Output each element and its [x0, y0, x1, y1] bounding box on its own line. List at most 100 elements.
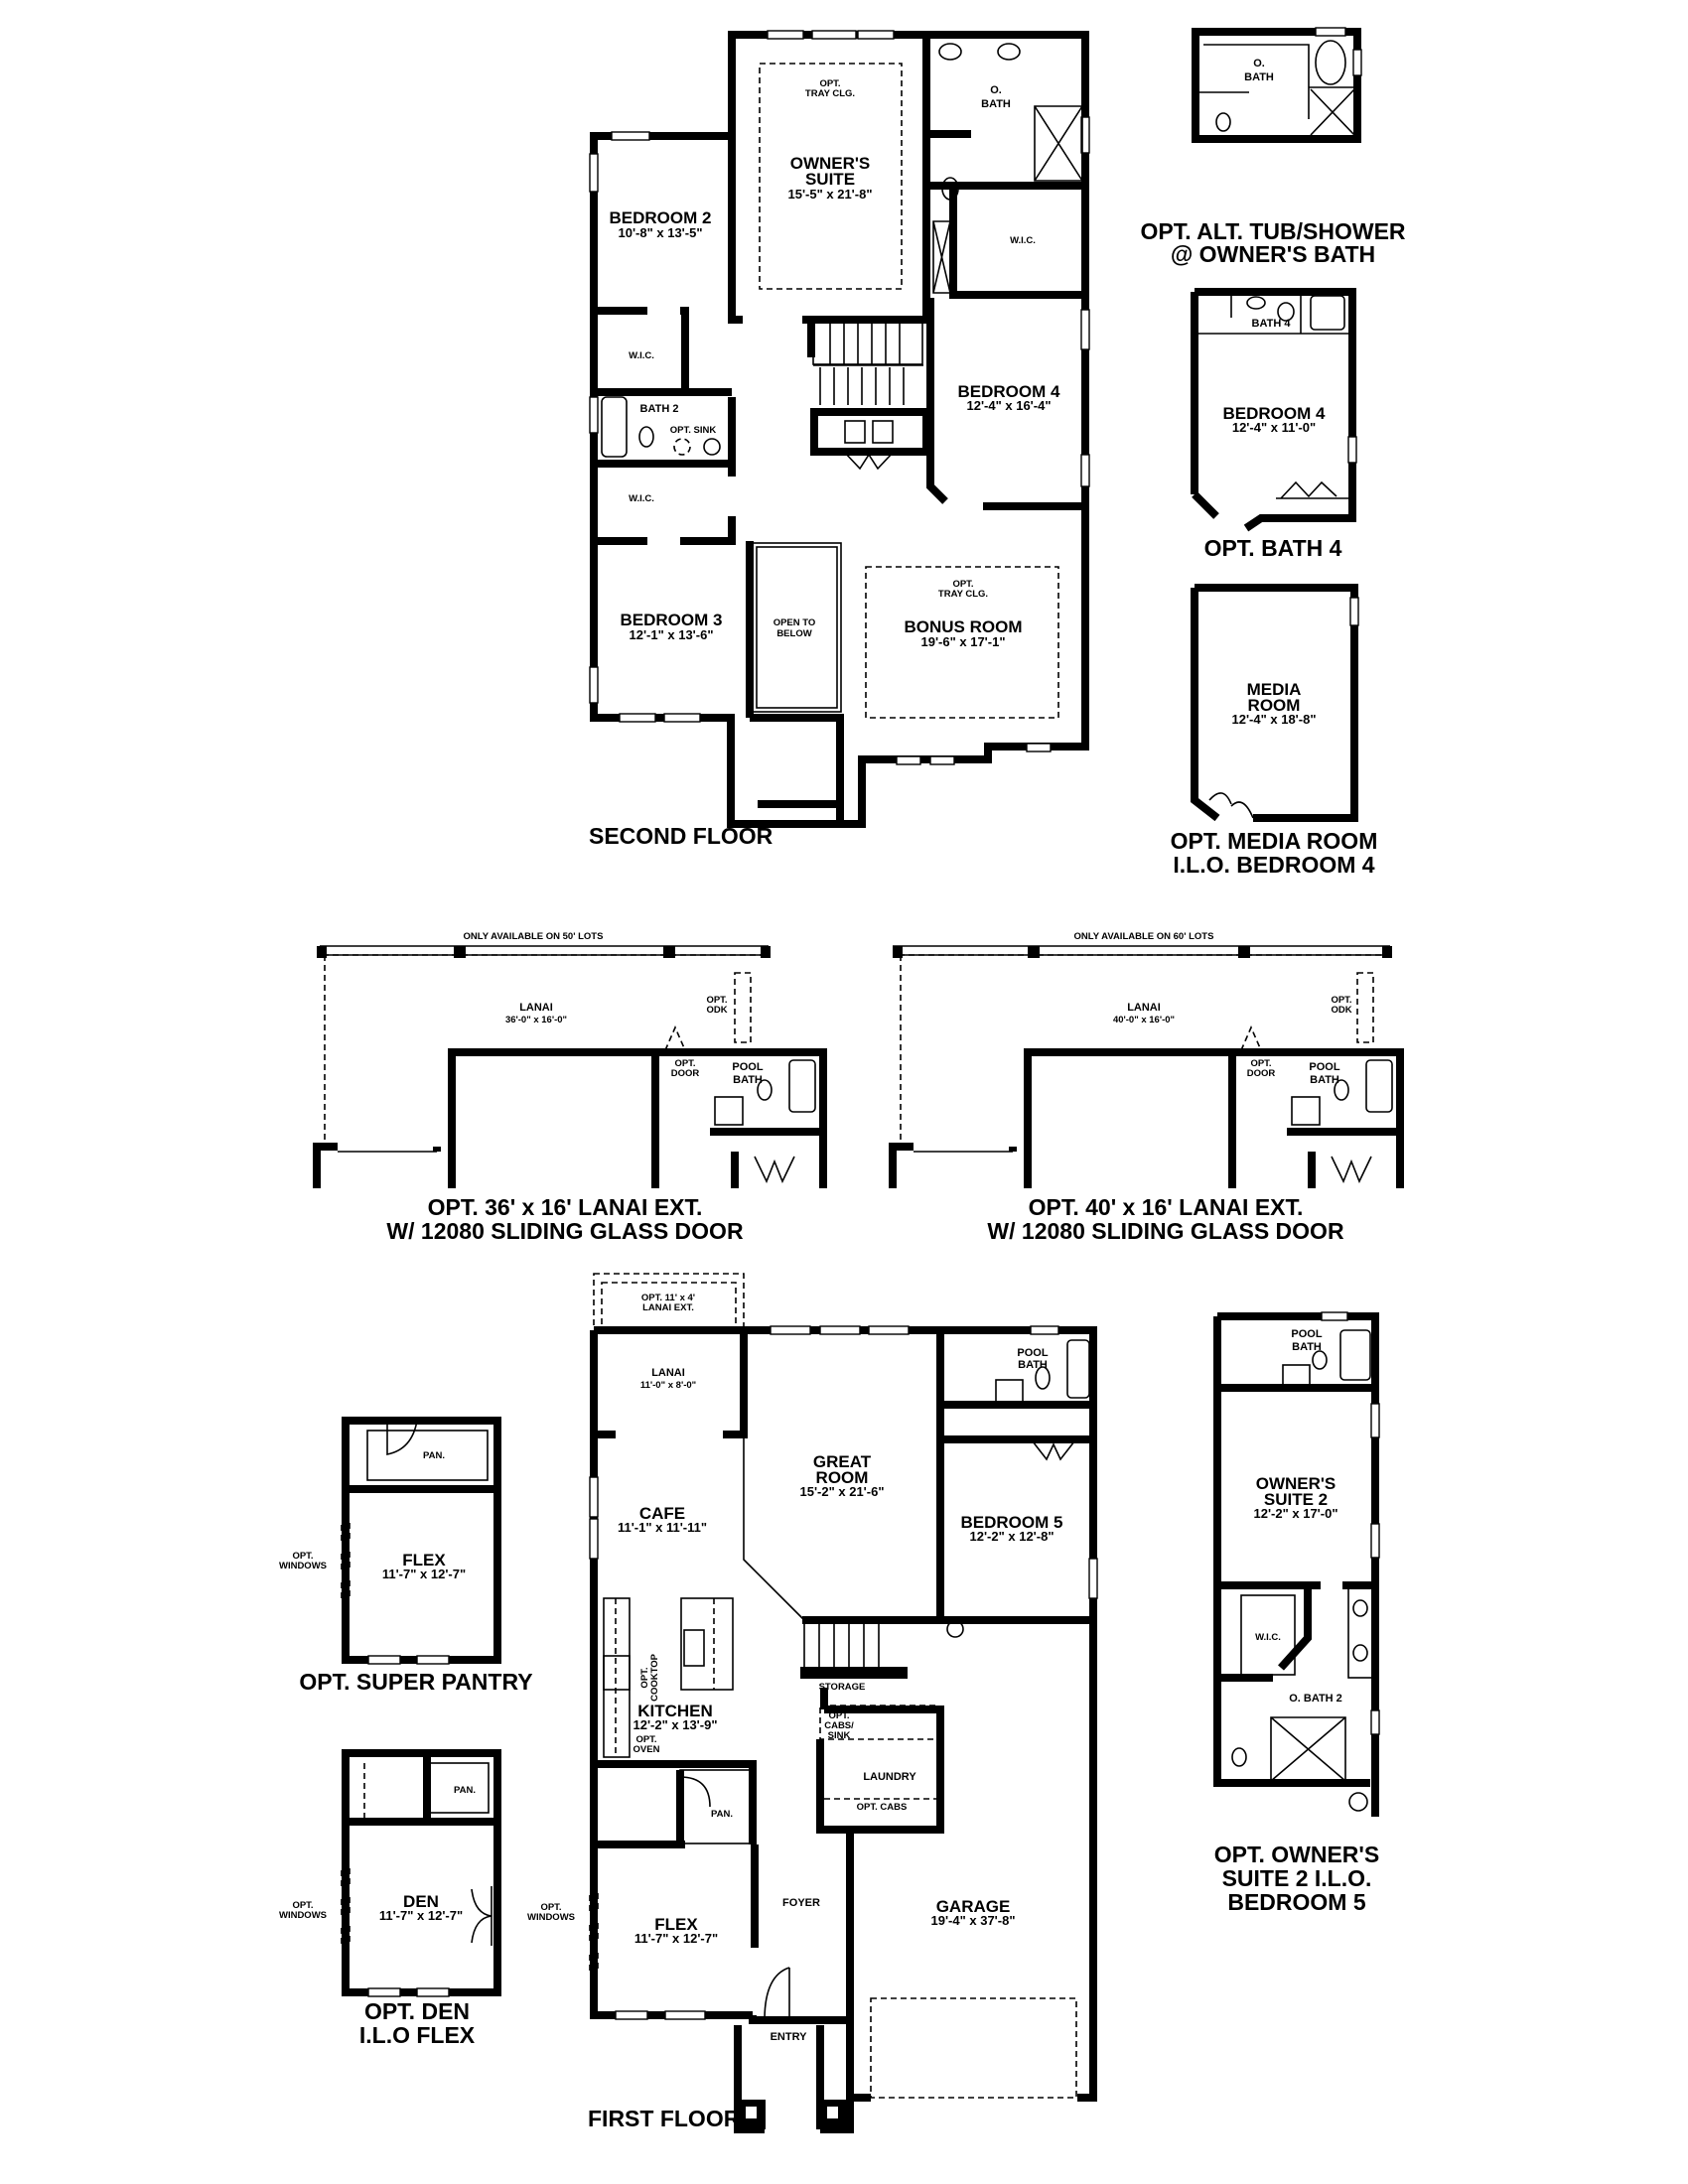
closet-doors-icon [1032, 1440, 1075, 1461]
staircase [800, 1619, 908, 1679]
door-icon [1208, 792, 1254, 819]
cooktop-icon [603, 1655, 631, 1691]
bath4-label: BATH 4 [1252, 318, 1292, 330]
window [1080, 116, 1090, 154]
suite2-title: SUITE 2 I.L.O. [1222, 1865, 1372, 1891]
tub-icon [1339, 1329, 1371, 1381]
kitchen-name: KITCHEN [637, 1702, 713, 1720]
sink-icon [1352, 1644, 1368, 1662]
suite2-name: OWNER'S [1256, 1474, 1336, 1493]
toilet-icon [638, 426, 654, 448]
suite2-bath-label: O. BATH 2 [1289, 1693, 1342, 1705]
kitchen-island [680, 1597, 734, 1691]
toilet-icon [1215, 112, 1231, 132]
opt-sink-icon [673, 438, 691, 456]
window [663, 713, 701, 723]
lanai60-odk: ODK [1331, 1005, 1351, 1016]
water-heater-icon [1348, 1792, 1368, 1812]
super-pantry-flex-name: FLEX [402, 1551, 446, 1570]
front-door-icon [764, 1967, 790, 2021]
wic3-label: W.I.C. [629, 493, 654, 504]
open-to-below-label: OPEN TO [774, 617, 816, 628]
pantry-label: PAN. [711, 1809, 733, 1820]
super-pantry-title: OPT. SUPER PANTRY [299, 1669, 532, 1695]
suite2-title: OPT. OWNER'S [1214, 1842, 1379, 1867]
lanai60-pool-bath: POOL [1309, 1061, 1339, 1073]
bedroom3-dims: 12'-1" x 13'-6" [629, 627, 713, 642]
lanai60-door: OPT. [1250, 1058, 1271, 1069]
first-floor-title: FIRST FLOOR [588, 2106, 741, 2131]
sink-icon [1246, 296, 1266, 310]
den-french-doors-icon [471, 1886, 492, 1946]
garage-name: GARAGE [936, 1897, 1011, 1916]
owners-suite-name: OWNER'S [790, 154, 871, 173]
bonus-room-name: BONUS ROOM [905, 617, 1023, 636]
opt-super-pantry-plan: PAN. FLEX 11'-7" x 12'-7" OPT. WINDOWS O… [279, 1417, 533, 1695]
tray-ceiling-owners [759, 63, 903, 290]
bedroom5-dims: 12'-2" x 12'-8" [969, 1529, 1054, 1544]
lanai50-pool-bath: BATH [733, 1074, 763, 1086]
bedroom4-name: BEDROOM 4 [958, 382, 1061, 401]
sink-icon [997, 43, 1021, 61]
pool-bath-label: BATH [1018, 1359, 1048, 1371]
window [589, 666, 599, 704]
oven-label: OVEN [633, 1744, 660, 1755]
alt-tub-title: @ OWNER'S BATH [1171, 241, 1375, 267]
open-to-below-railing [752, 542, 842, 713]
shower-icon [1034, 105, 1083, 182]
window [896, 755, 921, 765]
opt-media-title: I.L.O. BEDROOM 4 [1173, 852, 1374, 878]
suite2-pool-bath-label: POOL [1291, 1328, 1322, 1340]
lanai60-door: DOOR [1247, 1068, 1276, 1079]
bedroom2-dims: 10'-8" x 13'-5" [618, 225, 702, 240]
lanai50-title: W/ 12080 SLIDING GLASS DOOR [386, 1218, 744, 1244]
tub-icon [1315, 40, 1346, 85]
great-room-dims: 15'-2" x 21'-6" [799, 1484, 884, 1499]
alt-tub-room-label: O. [1253, 58, 1265, 69]
toilet-icon [941, 177, 959, 201]
tub-icon [601, 396, 628, 458]
flex-windows-label: WINDOWS [527, 1912, 575, 1923]
den-title: OPT. DEN [364, 1998, 470, 2024]
opt-media-plan: MEDIA ROOM 12'-4" x 18'-8" OPT. MEDIA RO… [1171, 584, 1378, 878]
alt-tub-title: OPT. ALT. TUB/SHOWER [1140, 218, 1405, 244]
garage-dims: 19'-4" x 37'-8" [930, 1913, 1015, 1928]
tub-icon [1310, 295, 1345, 331]
bedroom2-name: BEDROOM 2 [610, 208, 712, 227]
cafe-name: CAFE [639, 1504, 685, 1523]
owners-bath-label: BATH [981, 98, 1011, 110]
lanai-50-plan: ONLY AVAILABLE ON 50' LOTS LANAI 36'-0" … [313, 931, 827, 1244]
bath2-opt-sink: OPT. SINK [670, 425, 717, 436]
window [1080, 309, 1090, 350]
lanai60-odk: OPT. [1331, 995, 1351, 1006]
closet-doors-icon [1331, 1156, 1372, 1183]
lanai-ext-label: OPT. 11' x 4' [641, 1293, 695, 1303]
sink-icon [995, 1379, 1024, 1405]
window [929, 755, 955, 765]
toilet-icon [1312, 1350, 1328, 1370]
opt-cabs-label: OPT. CABS [857, 1802, 908, 1813]
cabs-sink-label: CABS/ [824, 1720, 854, 1731]
sink-icon [1282, 1364, 1311, 1386]
bedroom5-name: BEDROOM 5 [961, 1513, 1063, 1532]
shower-icon [1270, 1716, 1346, 1782]
tub-icon [1066, 1339, 1090, 1399]
second-floor-exterior-walls [590, 31, 1089, 828]
lanai60-availability: ONLY AVAILABLE ON 60' LOTS [1074, 931, 1214, 942]
window [611, 131, 650, 141]
window [811, 30, 857, 40]
window [589, 396, 599, 434]
window [1080, 454, 1090, 487]
suite2-dims: 12'-2" x 17'-0" [1253, 1506, 1337, 1521]
window [619, 713, 656, 723]
den-windows-label: WINDOWS [279, 1910, 327, 1921]
lanai60-title: OPT. 40' x 16' LANAI EXT. [1029, 1194, 1304, 1220]
tub-icon [788, 1059, 816, 1113]
window [1026, 743, 1052, 752]
flex-windows-label: OPT. [540, 1902, 561, 1913]
window [589, 153, 599, 193]
lanai60-pool-bath: BATH [1310, 1074, 1339, 1086]
opt-media-title: OPT. MEDIA ROOM [1171, 828, 1378, 854]
oven-label: OPT. [635, 1734, 656, 1745]
